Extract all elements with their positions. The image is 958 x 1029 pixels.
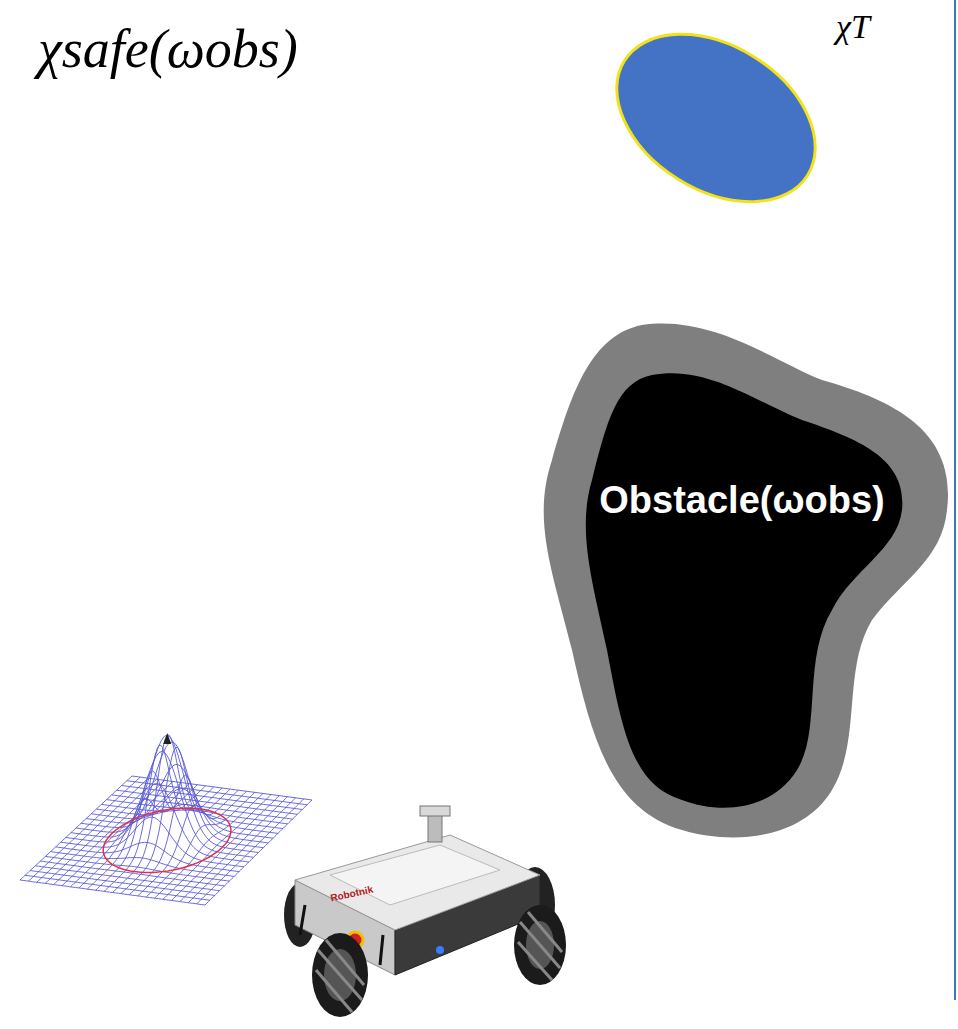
robot-illustration [284, 806, 566, 1017]
gaussian-surface [20, 733, 312, 905]
border-line [954, 0, 956, 1000]
grid-line [122, 786, 302, 810]
grid-line [132, 776, 312, 800]
obstacle-core [586, 373, 903, 808]
safe-set-label: χsafe(ωobs) [38, 18, 298, 80]
axis-arrowhead [163, 733, 171, 744]
grid-line [188, 798, 295, 903]
level-circle [103, 808, 231, 872]
grid-line [81, 742, 263, 848]
node-text: Obstacle(ωobs) [599, 479, 884, 522]
node-text: χT [836, 8, 870, 46]
target-set: χT [600, 38, 832, 198]
target-ellipse [586, 0, 845, 236]
grid-line [104, 745, 214, 891]
grid-line [76, 735, 259, 852]
node-outline [532, 320, 952, 845]
grid-line [180, 797, 288, 902]
obstacle-region: Obstacle(ωobs) [532, 320, 952, 845]
grid-line [112, 795, 293, 819]
grid-line [127, 781, 307, 805]
node-outline [600, 38, 832, 198]
grid-line [197, 799, 304, 904]
safety-margin [544, 324, 948, 838]
